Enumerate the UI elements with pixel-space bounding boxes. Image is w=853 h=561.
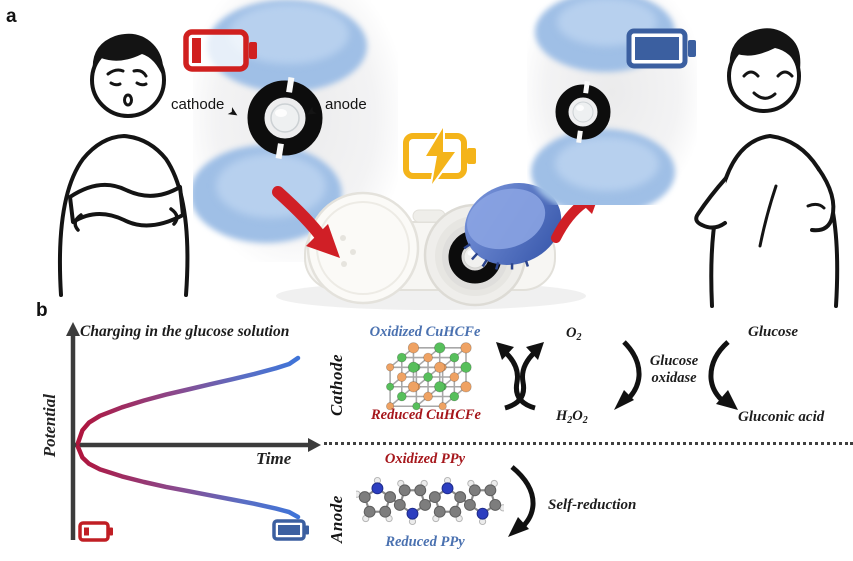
cathode-side-label: Cathode	[327, 353, 346, 416]
hydrogen-peroxide-formula: H2O2	[556, 408, 588, 426]
enzyme-cycle-arrow-right	[708, 340, 738, 410]
battery-low-icon-small	[78, 521, 113, 542]
battery-full-icon-small	[272, 519, 309, 541]
person-sad	[57, 33, 190, 297]
transfer-arrow-into-case	[272, 186, 340, 258]
panel-a-label: a	[6, 6, 17, 27]
chart-title: Charging in the glucose solution	[80, 323, 290, 340]
dotted-separator	[324, 442, 853, 445]
lens-case-illustration	[276, 183, 586, 310]
redox-exchange-arrows	[496, 342, 544, 411]
y-axis-label: Potential	[40, 394, 59, 458]
gluconic-acid-label: Gluconic acid	[738, 409, 825, 425]
oxidized-ppy-label: Oxidized PPy	[384, 451, 466, 467]
x-axis-label: Time	[256, 449, 292, 468]
case-left-capped-well	[306, 191, 420, 305]
ppy-molecule-structure	[356, 476, 504, 526]
anode-potential-curve	[75, 444, 301, 520]
oxygen-formula: O2	[566, 325, 582, 343]
battery-full-icon	[626, 28, 696, 69]
battery-charging-icon	[403, 127, 476, 185]
panel-b-label: b	[36, 300, 48, 321]
anode-side-label: Anode	[327, 495, 346, 543]
hand-holding-lens-left-illustration	[193, 0, 367, 243]
enzyme-label: Glucose oxidase	[649, 353, 699, 386]
battery-low-icon	[183, 29, 257, 72]
lens-battery-ring	[247, 77, 323, 159]
glucose-label: Glucose	[748, 324, 798, 340]
reduced-cuhcfe-label: Reduced CuHCFe	[371, 407, 481, 423]
charging-curve-chart	[66, 322, 321, 542]
x-axis-arrowhead	[308, 438, 321, 452]
y-axis-arrowhead	[66, 322, 80, 336]
self-reduction-label: Self-reduction	[548, 497, 637, 513]
person-happy	[694, 28, 840, 308]
cathode-callout-label: cathode	[171, 96, 225, 113]
cathode-potential-curve	[75, 355, 301, 446]
blue-cap	[463, 183, 562, 270]
oxidized-cuhcfe-label: Oxidized CuHCFe	[369, 324, 481, 340]
anode-callout-label: anode	[325, 96, 367, 113]
cuhcfe-crystal-structure	[386, 342, 472, 411]
reduced-ppy-label: Reduced PPy	[385, 534, 465, 550]
lens-battery-ring	[555, 80, 611, 144]
enzyme-cycle-arrow-left	[614, 340, 642, 410]
self-reduction-arrow	[508, 465, 536, 537]
